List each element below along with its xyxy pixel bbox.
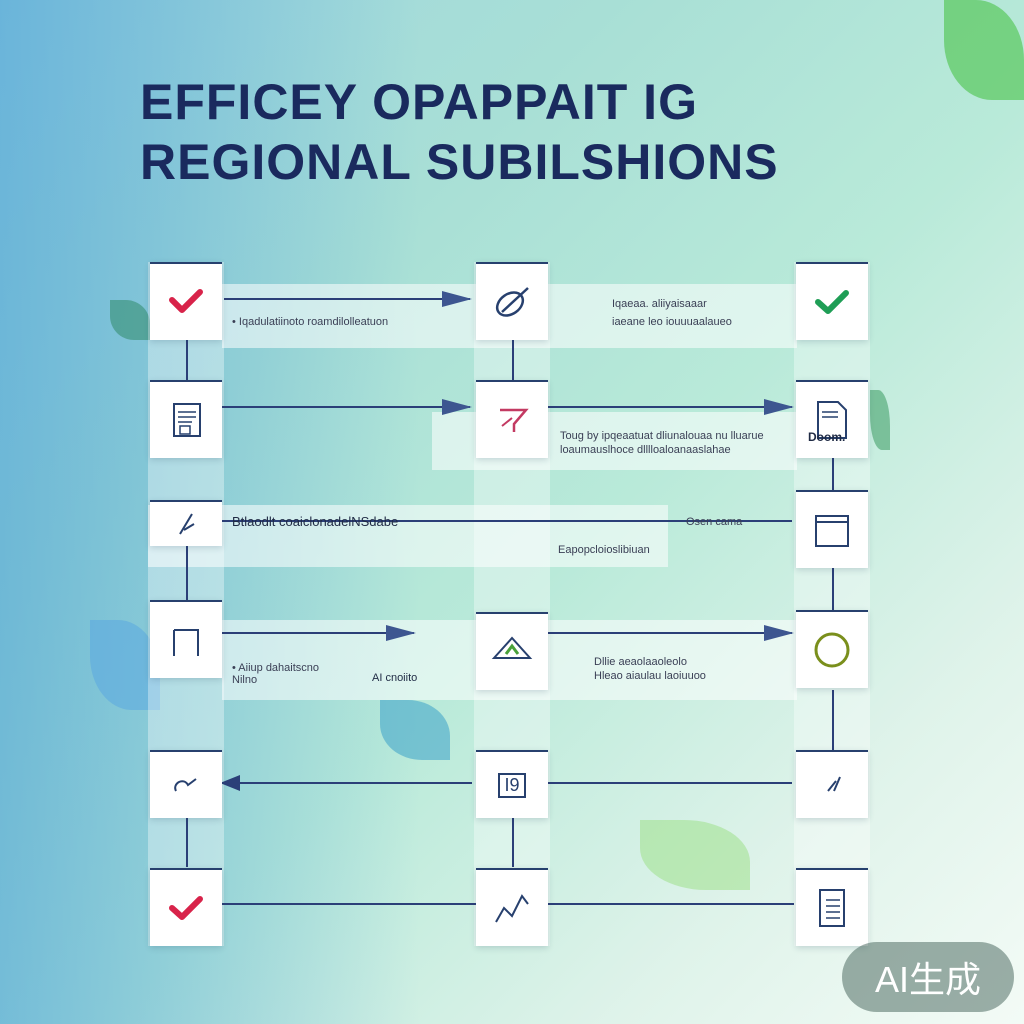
- node-r6-c2[interactable]: [476, 868, 548, 946]
- row-1-right-label-a: Iqaeaa. aliiyaisaaar: [612, 298, 707, 310]
- row-4-right-label-a: Dllie aeaolaaoleolo: [594, 656, 687, 668]
- row-3-left-label: Btlaodlt coaiclonadelNSdabe: [232, 514, 399, 529]
- flow-arrow: [220, 399, 472, 415]
- row-1-left-label: • Iqadulatiinoto roamdilolleatuon: [232, 316, 389, 328]
- node-r5-c2-text: I9: [498, 772, 526, 798]
- title-line-2: REGIONAL SUBILSHIONS: [140, 134, 779, 190]
- leaf-decoration: [110, 300, 150, 340]
- row-4-left-label-b: Nilno: [232, 674, 258, 686]
- document-icon: [817, 401, 847, 439]
- connector-line: [186, 338, 188, 386]
- row-band: [148, 505, 668, 567]
- connector-line: [186, 540, 188, 620]
- flow-arrow: [220, 775, 472, 791]
- funnel-icon: [500, 408, 529, 432]
- row-2-right-label-b: loaumauslhoce dlllloaloanaaslahae: [560, 444, 731, 456]
- flow-arrow: [548, 625, 794, 641]
- row-2-node-label: Doom.: [808, 430, 846, 444]
- check-icon: [827, 776, 841, 792]
- flow-arrow: [208, 625, 416, 641]
- node-r4-c1[interactable]: [150, 600, 222, 678]
- node-r2-c3[interactable]: [796, 380, 868, 458]
- node-r2-c2[interactable]: [476, 380, 548, 458]
- connector-line: [832, 565, 834, 610]
- node-r6-c3[interactable]: [796, 868, 868, 946]
- green-check-icon: [815, 290, 849, 314]
- leaf-decoration: [870, 390, 890, 450]
- node-r3-c1[interactable]: [150, 500, 222, 546]
- chart-icon: [495, 894, 529, 923]
- leaf-icon: [495, 287, 529, 317]
- node-r2-c1[interactable]: [150, 380, 222, 458]
- node-r4-c2[interactable]: [476, 612, 548, 690]
- flow-arrow: [548, 399, 794, 415]
- node-r1-c1[interactable]: [150, 262, 222, 340]
- red-check-icon: [169, 896, 203, 920]
- node-r4-c3[interactable]: [796, 610, 868, 688]
- connector-line: [832, 690, 834, 750]
- flow-arrow: [224, 291, 472, 307]
- row-4-left-label-a: • Aiiup dahaitscno: [232, 662, 320, 674]
- quill-icon: [179, 513, 195, 535]
- flow-arrow: [548, 782, 792, 784]
- circle-icon: [814, 632, 850, 668]
- row-4-mid-label: AI cnoiito: [372, 672, 418, 684]
- row-3-right-label-b: Eapopcloioslibiuan: [558, 544, 650, 556]
- document-icon: [819, 889, 845, 927]
- node-r5-c3[interactable]: [796, 750, 868, 818]
- node-r1-c2[interactable]: [476, 262, 548, 340]
- node-r1-c3[interactable]: [796, 262, 868, 340]
- row-2-right-label-a: Toug by ipqeaatuat dliunalouaa nu lluaru…: [560, 430, 764, 442]
- box-icon: [815, 515, 849, 547]
- connector-line: [512, 815, 514, 867]
- flow-arrow: [222, 520, 792, 522]
- red-check-icon: [169, 289, 203, 313]
- connector-line: [186, 815, 188, 867]
- leaf-decoration: [640, 820, 750, 890]
- row-3-right-label-a: Osen cama: [686, 516, 743, 528]
- node-r5-c2[interactable]: I9: [476, 750, 548, 818]
- connector-line: [512, 338, 514, 386]
- row-1-right-label-b: iaeane leo iouuuaalaueo: [612, 316, 732, 328]
- document-icon: [173, 403, 201, 437]
- connector-line: [832, 455, 834, 490]
- node-r6-c1[interactable]: [150, 868, 222, 946]
- node-r3-c3[interactable]: [796, 490, 868, 568]
- box-icon: [173, 629, 199, 656]
- ai-generated-badge: AI生成: [842, 942, 1014, 1012]
- page-title: EFFICEY OPAPPAIT IG REGIONAL SUBILSHIONS: [140, 72, 779, 192]
- leaf-decoration: [944, 0, 1024, 100]
- envelope-icon: [491, 636, 533, 659]
- node-r5-c1[interactable]: [150, 750, 222, 818]
- title-line-1: EFFICEY OPAPPAIT IG: [140, 74, 698, 130]
- pin-icon: [174, 778, 197, 792]
- row-4-right-label-b: Hleao aiaulau laoiuuoo: [594, 670, 706, 682]
